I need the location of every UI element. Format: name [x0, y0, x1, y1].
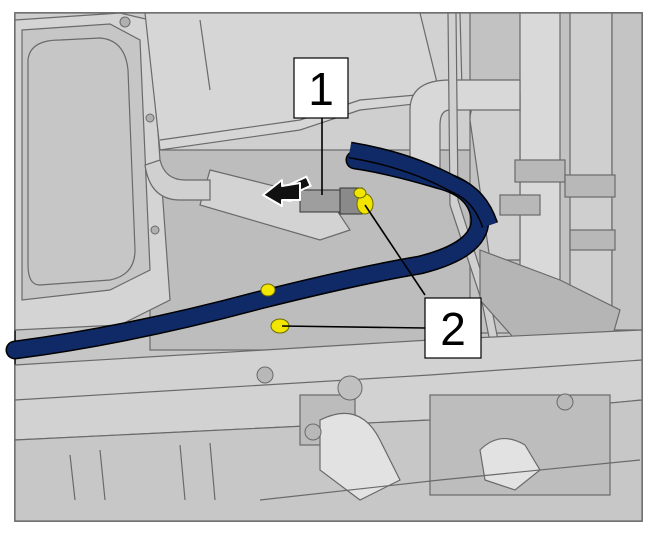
- left-cover-panel: [14, 12, 171, 331]
- clip-left: [260, 283, 276, 297]
- leader-lines: [281, 118, 426, 329]
- leader-line-2a: [364, 204, 426, 296]
- coolant-hose: [5, 141, 499, 360]
- callout-2-label: 2: [440, 303, 466, 355]
- hose-connector: [299, 187, 363, 215]
- retaining-clips: [260, 187, 374, 334]
- direction-arrow-icon: [262, 175, 312, 207]
- leader-line-2b: [281, 325, 426, 329]
- lower-cross-member: [14, 329, 643, 522]
- callout-1: 1: [293, 57, 349, 119]
- callout-2: 2: [424, 297, 482, 359]
- left-elbow-pipe: [144, 159, 211, 201]
- callout-1-label: 1: [308, 63, 334, 115]
